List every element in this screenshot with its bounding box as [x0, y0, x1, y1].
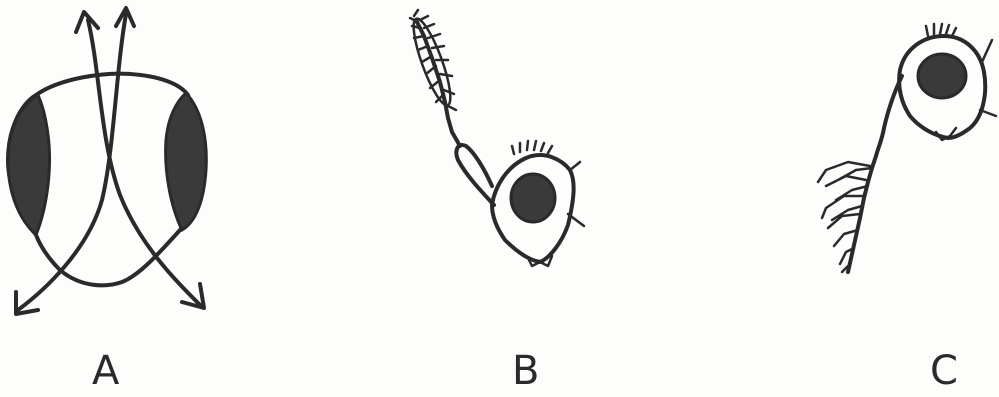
figure-c — [818, 24, 996, 272]
antenna-plumes-c — [818, 162, 872, 272]
figure-b — [407, 10, 584, 266]
compound-eye-right — [166, 93, 207, 230]
bristles-b — [512, 141, 552, 154]
figure-label-c: C — [930, 348, 958, 394]
figure-label-a: A — [92, 348, 119, 394]
antenna-scape-c — [876, 76, 902, 156]
compound-eye-left — [8, 95, 50, 235]
compound-eye-b — [511, 174, 555, 222]
bristles-c — [926, 24, 956, 36]
compound-eye-c — [918, 54, 966, 98]
antenna-scape-b — [456, 145, 494, 205]
figure-label-b: B — [512, 348, 539, 394]
figure-a — [8, 8, 206, 314]
